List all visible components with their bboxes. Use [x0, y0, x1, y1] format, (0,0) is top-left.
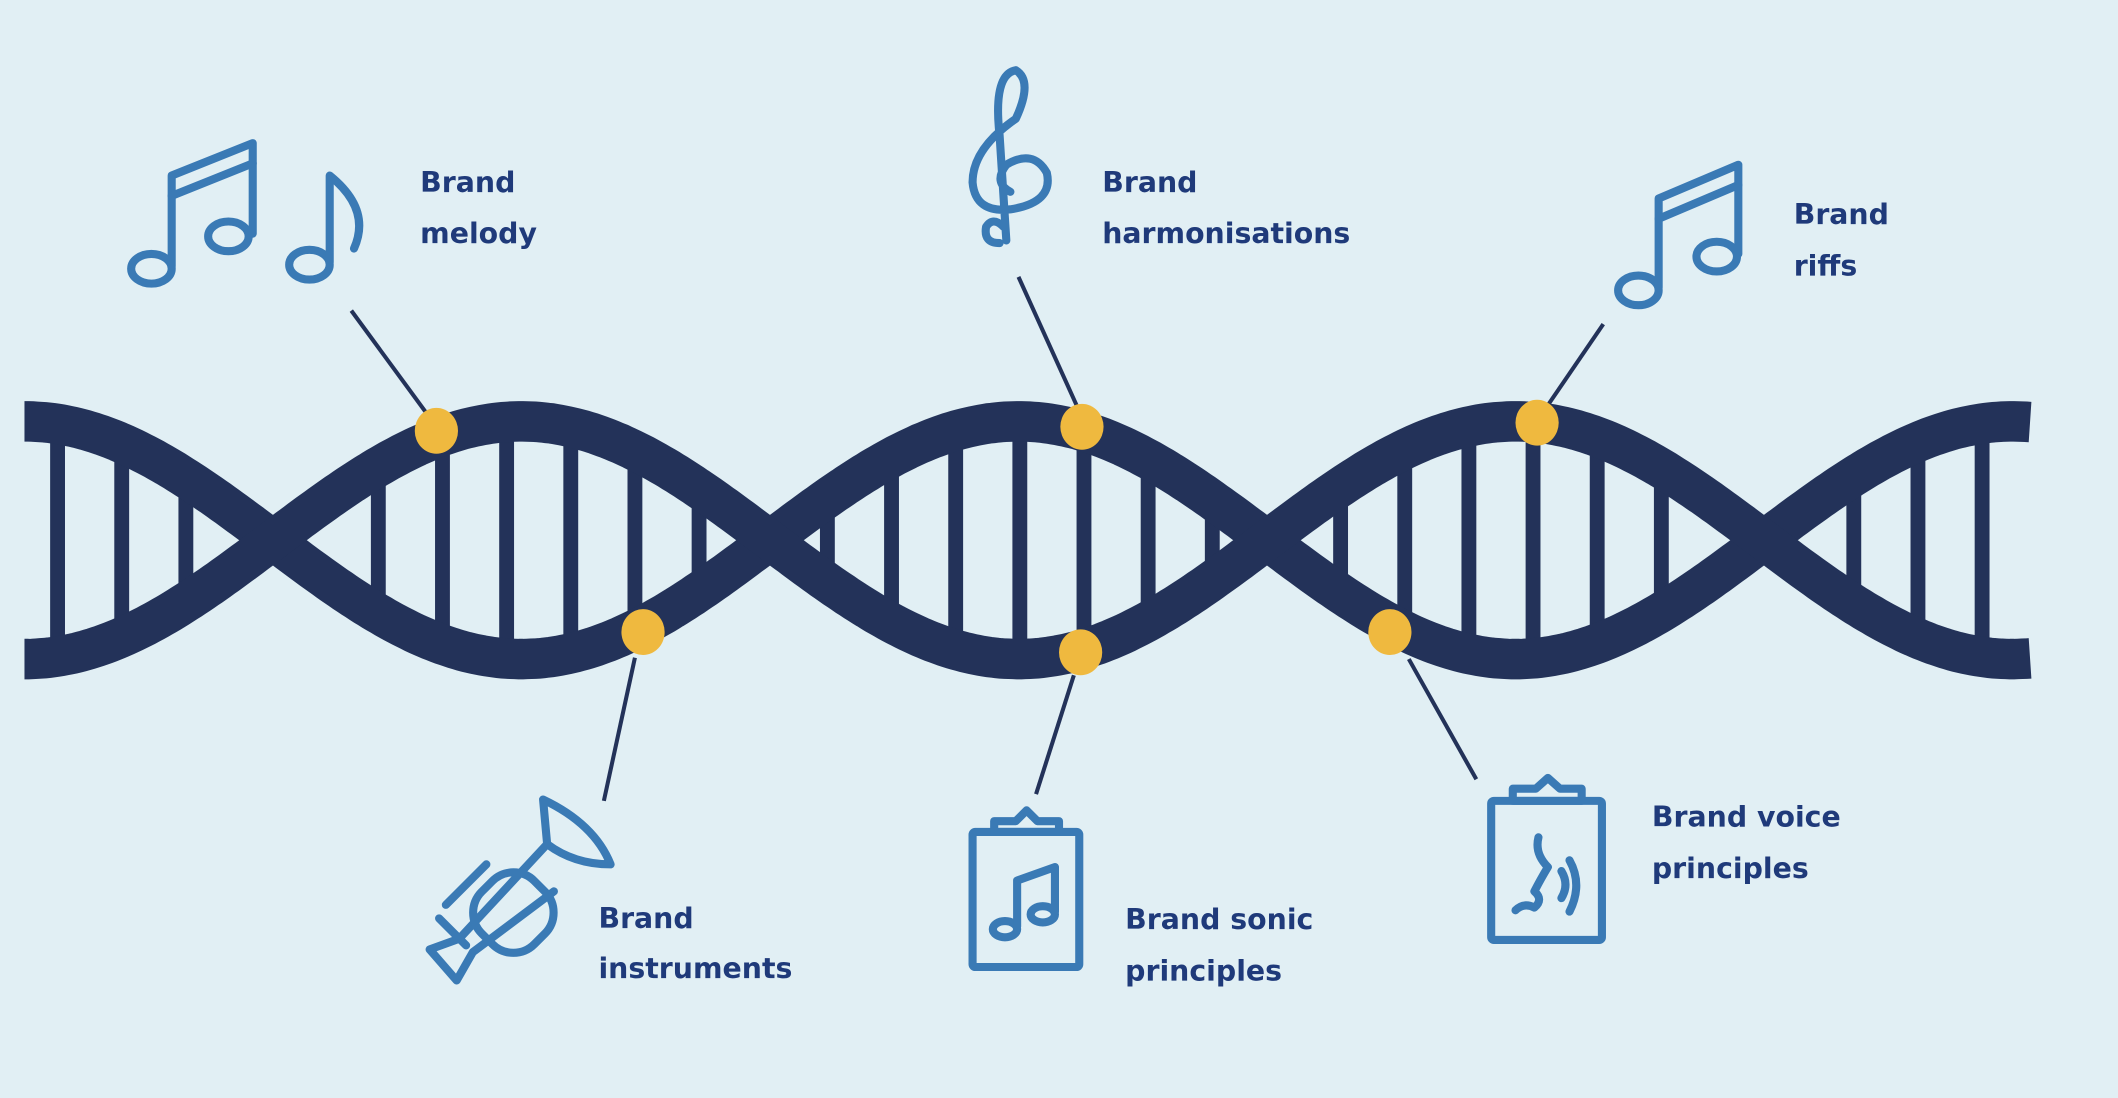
- dna-rung: [948, 430, 964, 650]
- dna-rungs: [50, 421, 1990, 660]
- leader-line-instruments: [601, 657, 637, 802]
- marker-dot-riffs: [1515, 399, 1559, 446]
- dna-rung: [1846, 476, 1862, 604]
- label-line: Brand: [1794, 198, 1889, 231]
- label-line: instruments: [598, 952, 792, 985]
- leader-line-voice: [1407, 658, 1479, 781]
- dna-rung: [435, 436, 450, 645]
- label-line: principles: [1652, 852, 1809, 885]
- marker-dot-melody: [414, 407, 459, 454]
- dna-rung: [1653, 468, 1669, 613]
- treble-clef-icon: [968, 66, 1052, 248]
- marker-dots: [414, 399, 1559, 676]
- label-sonic: Brand sonic principles: [1125, 903, 1323, 987]
- marker-dot-voice: [1368, 609, 1412, 656]
- dna-rung: [1076, 431, 1092, 650]
- dna-rung: [1012, 421, 1028, 660]
- dna-rung: [370, 467, 386, 614]
- marker-dot-harmonisations: [1060, 403, 1104, 450]
- label-line: Brand sonic: [1125, 903, 1313, 936]
- dna-rung: [1910, 442, 1926, 639]
- dna-rung: [499, 421, 515, 659]
- dna-rung: [1974, 423, 1990, 657]
- leader-line-melody: [349, 309, 428, 414]
- leader-line-harmonisations: [1016, 276, 1079, 407]
- leader-lines: [349, 276, 1605, 802]
- marker-dot-instruments: [621, 609, 665, 656]
- dna-strand-2: [24, 401, 2032, 680]
- label-line: Brand: [1102, 166, 1197, 199]
- clipboard-voice-icon: [1487, 773, 1606, 945]
- dna-rung: [563, 426, 579, 654]
- label-harmonisations: Brand harmonisations: [1102, 166, 1350, 250]
- dna-rung: [1525, 422, 1541, 659]
- dna-rung: [1461, 426, 1477, 654]
- dna-rung: [1397, 449, 1413, 631]
- dna-rung: [1140, 458, 1156, 622]
- label-riffs: Brand riffs: [1794, 198, 1899, 282]
- dna-rung: [884, 457, 899, 623]
- label-melody: Brand melody: [420, 166, 537, 250]
- marker-dot-sonic: [1059, 629, 1103, 676]
- dna-rung: [627, 450, 643, 631]
- music-notes-icon: [127, 139, 364, 288]
- label-line: Brand: [420, 166, 515, 199]
- dna-rung: [178, 477, 194, 603]
- label-voice: Brand voice principles: [1652, 801, 1851, 885]
- beamed-notes-icon: [1614, 160, 1743, 310]
- label-line: Brand: [598, 902, 693, 935]
- dna-rung: [1589, 436, 1605, 644]
- leader-line-riffs: [1546, 322, 1605, 407]
- clipboard-music-icon: [968, 806, 1084, 972]
- leader-line-sonic: [1034, 674, 1076, 795]
- label-line: principles: [1125, 955, 1282, 988]
- dna-rung: [114, 442, 130, 638]
- label-line: melody: [420, 217, 537, 250]
- label-instruments: Brand instruments: [598, 902, 792, 985]
- label-line: harmonisations: [1102, 217, 1350, 250]
- trumpet-icon: [425, 795, 615, 985]
- dna-rung: [50, 423, 65, 657]
- label-line: riffs: [1794, 250, 1858, 283]
- dna-strand-1: [24, 401, 2032, 680]
- label-line: Brand voice: [1652, 801, 1841, 834]
